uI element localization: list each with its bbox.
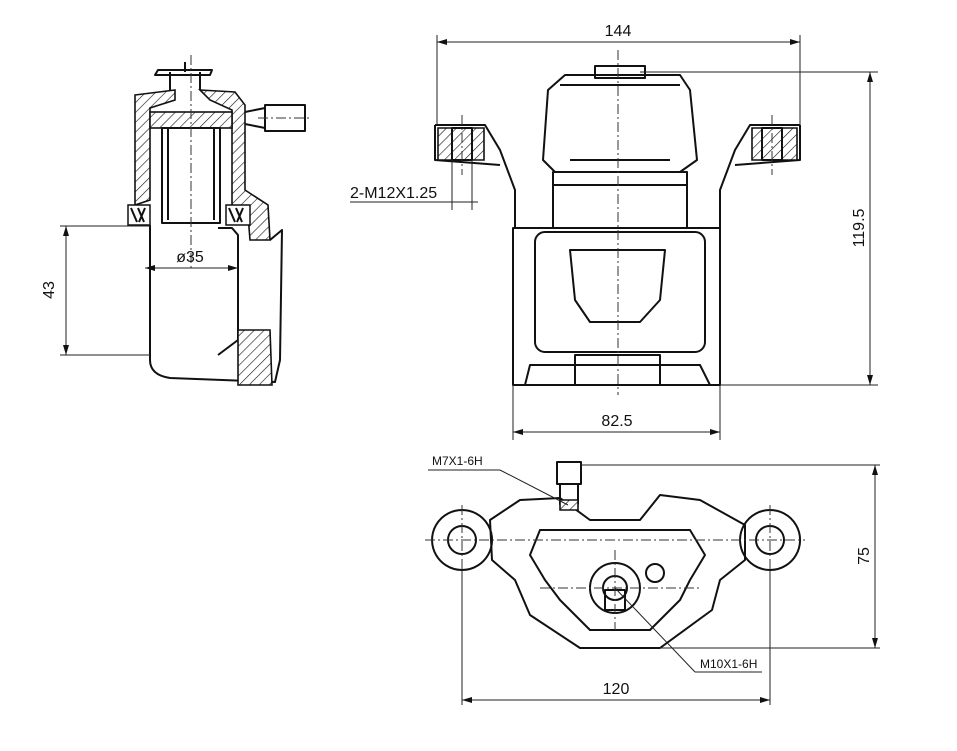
thread-bleeder: M7X1-6H bbox=[432, 454, 483, 468]
dim-top-width: 144 bbox=[605, 23, 632, 40]
top-view: 120 75 M7X1-6H M10X1-6H bbox=[425, 454, 880, 705]
dim-bottom-height: 75 bbox=[856, 547, 873, 565]
dim-overall-height: 119.5 bbox=[851, 208, 868, 247]
front-view: 144 119.5 82.5 2-M12X1.25 bbox=[350, 23, 878, 440]
section-view: 43 ø35 bbox=[41, 55, 310, 386]
dim-bore-diameter: ø35 bbox=[176, 249, 204, 266]
thread-mount-bolt: 2-M12X1.25 bbox=[350, 185, 437, 202]
dim-mount-spacing: 120 bbox=[603, 681, 630, 698]
dim-piston-depth: 43 bbox=[41, 281, 58, 299]
thread-inlet: M10X1-6H bbox=[700, 657, 757, 671]
dim-body-width: 82.5 bbox=[601, 413, 632, 430]
